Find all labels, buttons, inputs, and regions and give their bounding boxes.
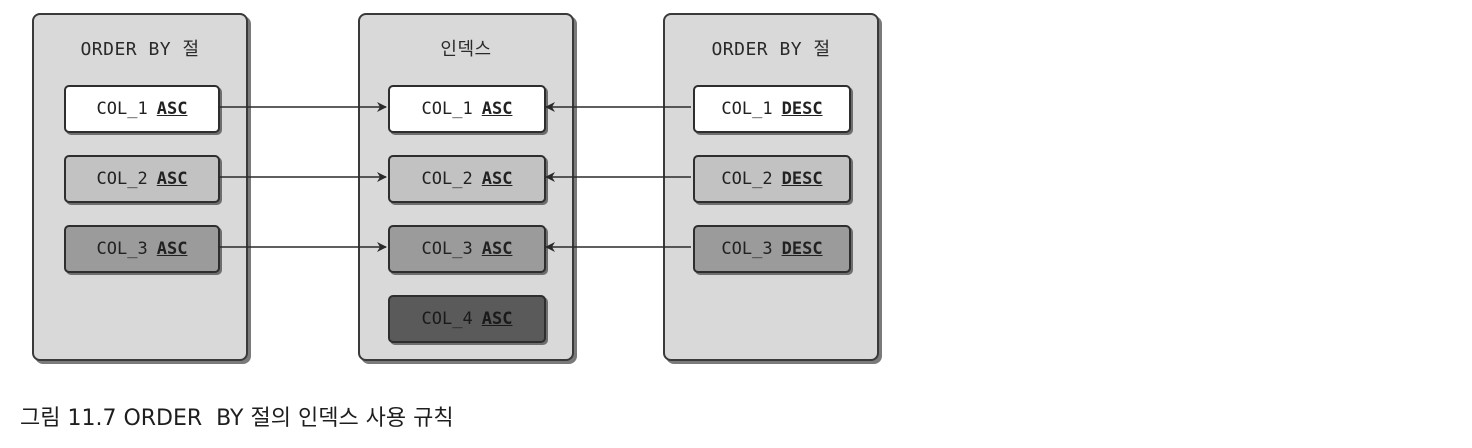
sort-order: ASC bbox=[156, 239, 188, 259]
sort-order: DESC bbox=[781, 99, 823, 119]
index-col-2-asc: COL_2 ASC bbox=[388, 155, 546, 203]
index-col-4-asc: COL_4 ASC bbox=[388, 295, 546, 343]
column-name: COL_2 bbox=[421, 169, 473, 189]
column-name: COL_3 bbox=[421, 239, 473, 259]
order-by-col-1-asc: COL_1 ASC bbox=[64, 85, 220, 133]
column-name: COL_1 bbox=[96, 99, 148, 119]
sort-order: ASC bbox=[481, 309, 513, 329]
order-by-col-2-asc: COL_2 ASC bbox=[64, 155, 220, 203]
column-name: COL_2 bbox=[96, 169, 148, 189]
order-by-col-3-desc: COL_3 DESC bbox=[693, 225, 851, 273]
sort-order: ASC bbox=[156, 99, 188, 119]
order-by-col-1-desc: COL_1 DESC bbox=[693, 85, 851, 133]
index-col-1-asc: COL_1 ASC bbox=[388, 85, 546, 133]
column-name: COL_3 bbox=[721, 239, 773, 259]
column-name: COL_1 bbox=[721, 99, 773, 119]
column-name: COL_1 bbox=[421, 99, 473, 119]
panel-title: 인덱스 bbox=[440, 39, 492, 60]
sort-order: DESC bbox=[781, 169, 823, 189]
panel-title: ORDER BY 절 bbox=[80, 39, 200, 60]
order-by-col-2-desc: COL_2 DESC bbox=[693, 155, 851, 203]
index-col-3-asc: COL_3 ASC bbox=[388, 225, 546, 273]
column-name: COL_3 bbox=[96, 239, 148, 259]
sort-order: ASC bbox=[156, 169, 188, 189]
figure-caption: 그림 11.7 ORDER BY 절의 인덱스 사용 규칙 bbox=[20, 406, 454, 431]
column-name: COL_4 bbox=[421, 309, 473, 329]
sort-order: ASC bbox=[481, 239, 513, 259]
sort-order: DESC bbox=[781, 239, 823, 259]
column-name: COL_2 bbox=[721, 169, 773, 189]
sort-order: ASC bbox=[481, 99, 513, 119]
order-by-col-3-asc: COL_3 ASC bbox=[64, 225, 220, 273]
panel-title: ORDER BY 절 bbox=[711, 39, 831, 60]
sort-order: ASC bbox=[481, 169, 513, 189]
